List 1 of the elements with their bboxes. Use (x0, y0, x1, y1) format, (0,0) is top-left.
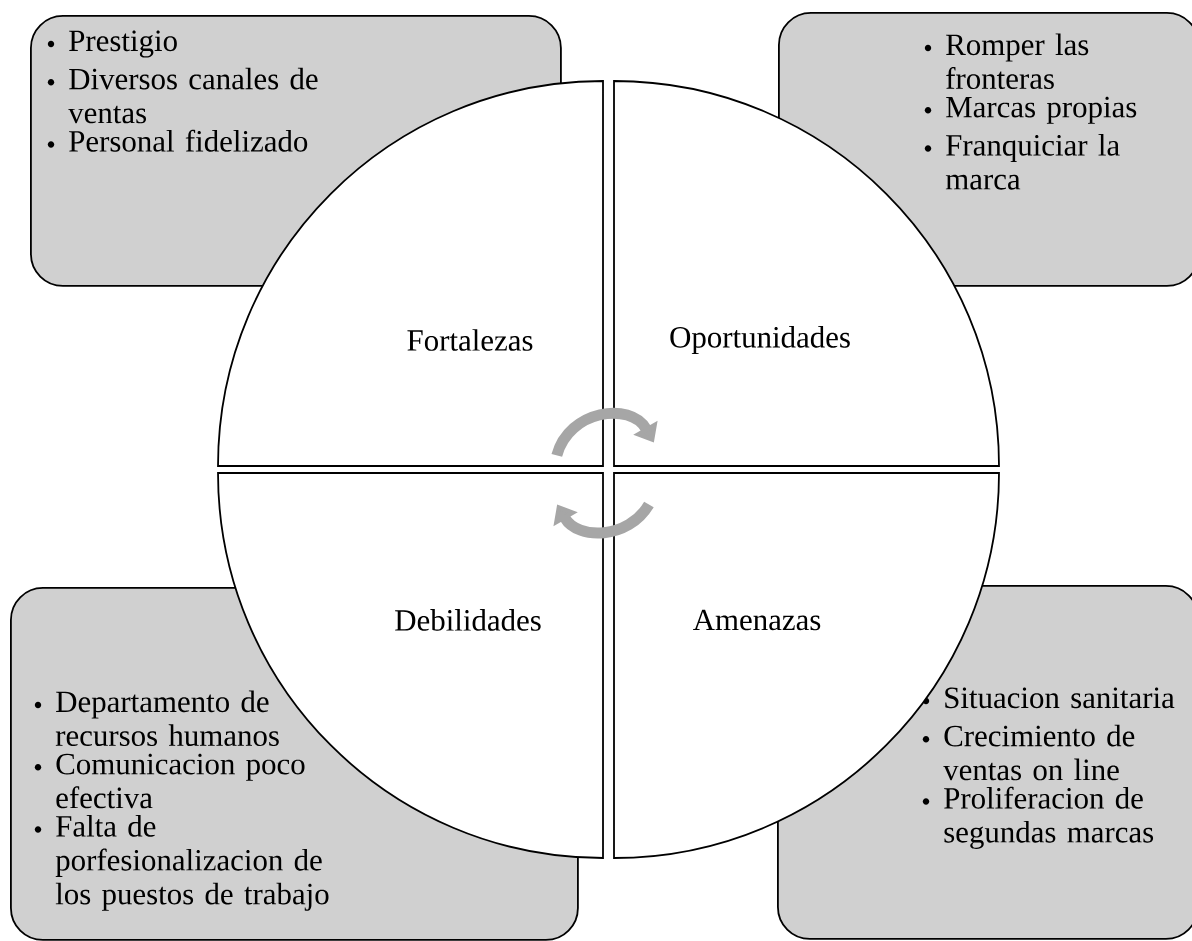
bullet-item: Prestigio (47, 30, 177, 58)
